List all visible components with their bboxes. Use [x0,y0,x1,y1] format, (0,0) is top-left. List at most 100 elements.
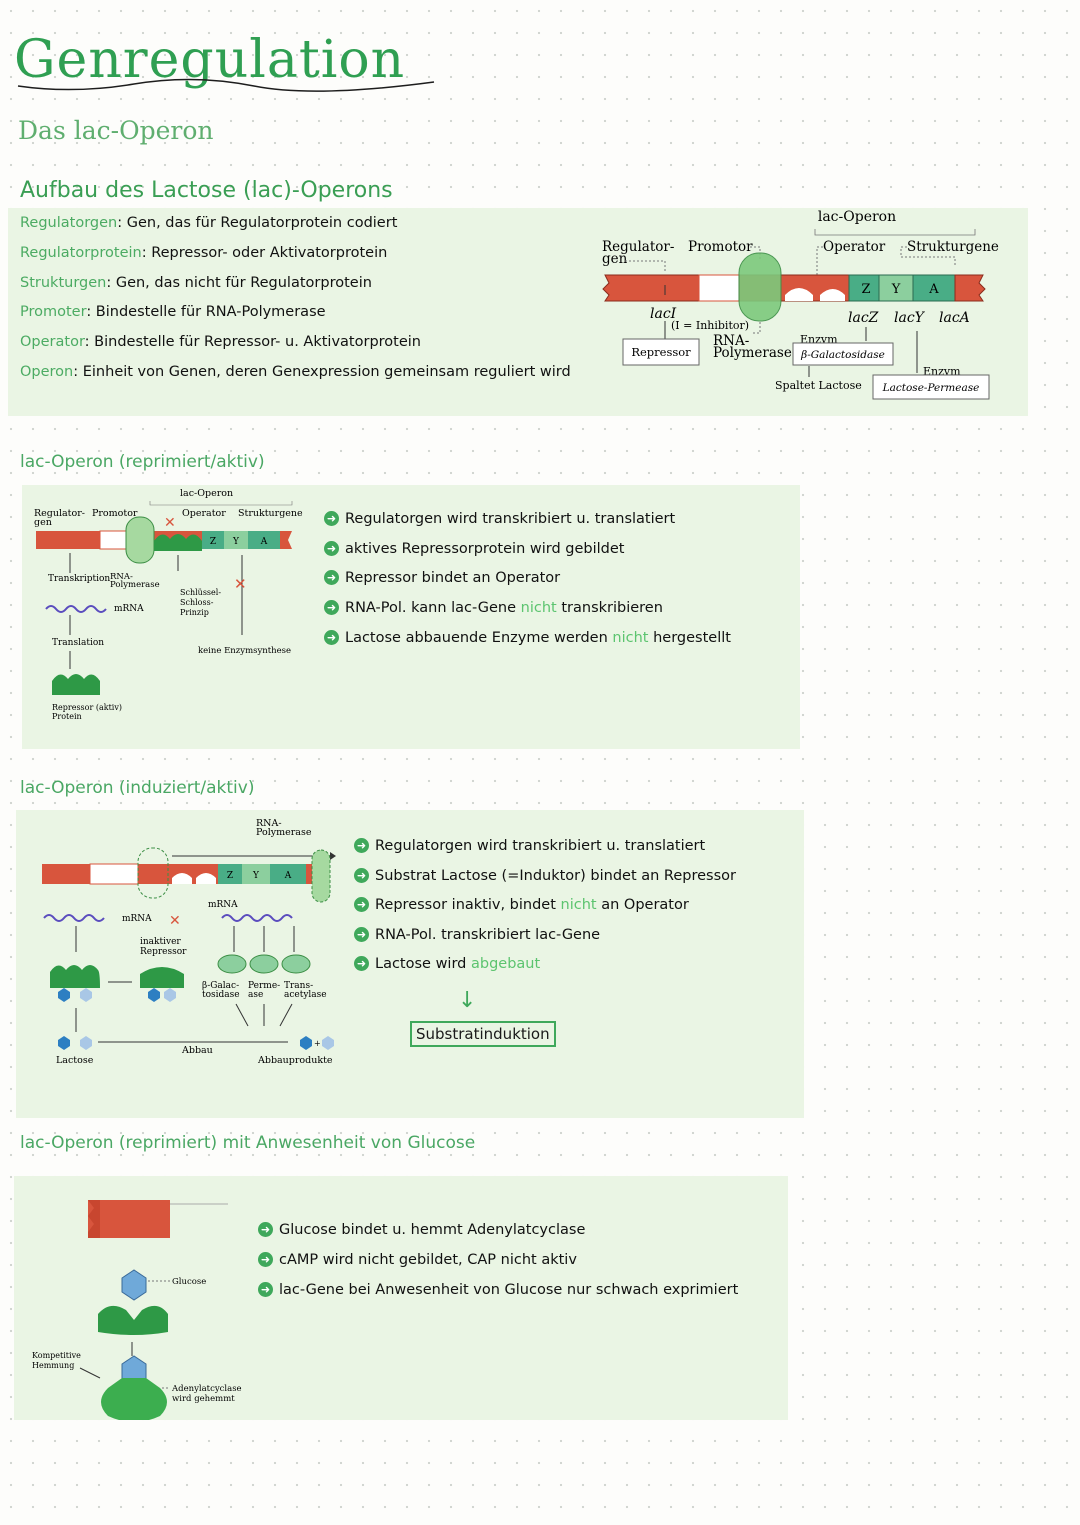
label-abbau: Abbau [181,1045,213,1056]
label-keine-enzymsynthese: keine Enzymsynthese [198,646,291,656]
label-transacetylase-1: Trans- [284,981,313,991]
label-regulator: Regulator- [602,239,674,255]
label-hemmung: Hemmung [32,1361,74,1370]
arrow-icon: ➜ [324,630,339,645]
bullet-reprimiert-4: ➜RNA-Pol. kann lac-Gene nicht transkribi… [324,600,663,616]
gene-a: A [260,537,268,547]
bullet-induziert-3: ➜Repressor inaktiv, bindet nicht an Oper… [354,897,689,913]
definition-promoter: Promoter: Bindestelle für RNA-Polymerase [20,304,326,320]
arrow-icon: ➜ [258,1252,273,1267]
label-permease-1: Perme- [248,981,280,991]
svg-text:+: + [314,1039,321,1048]
label-regulator-gen: gen [34,517,52,528]
label-operator: Operator [182,508,226,519]
bullet-induziert-5: ➜Lactose wird abgebaut [354,956,540,972]
label-rna: RNA- [256,818,282,829]
definitions-box [8,208,1028,416]
label-promotor: Promotor [688,239,753,255]
label-repressor: Repressor [631,345,691,359]
label-translation: Translation [52,638,104,648]
definition-regulatorprotein: Regulatorprotein: Repressor- oder Aktiva… [20,245,388,261]
label-spaltet-lactose: Spaltet Lactose [775,379,862,392]
label-lac-operon: lac-Operon [818,209,896,225]
label-rna: RNA- [713,333,749,349]
label-repressor: Repressor [140,947,187,957]
bullet-induziert-2: ➜Substrat Lactose (=Induktor) bindet an … [354,868,736,884]
label-inhibitor: (I = Inhibitor) [671,319,749,332]
label-galactosidase-2: tosidase [202,990,240,1000]
arrow-icon: ➜ [324,511,339,526]
label-galactosidase-1: β-Galac- [202,981,239,991]
gene-y: Y [232,537,240,547]
label-mrna: mRNA [114,604,144,614]
section-heading-aufbau: Aufbau des Lactose (lac)-Operons [20,178,393,203]
label-polymerase: Polymerase [110,580,160,590]
arrow-icon: ➜ [354,927,369,942]
gene-a: A [928,282,939,297]
glucose-inhibition-diagram: Glucose Kompetitive Hemmung Adenylatcycl… [32,1200,242,1420]
label-wird-gehemmt: wird gehemmt [172,1394,235,1404]
svg-text:✕: ✕ [164,515,176,531]
gene-y: Y [252,871,260,881]
label-mrna-2: mRNA [208,900,238,910]
section-heading-reprimiert: lac-Operon (reprimiert/aktiv) [20,452,265,472]
label-promotor: Promotor [92,508,138,519]
down-arrow-icon: ↓ [458,988,477,1013]
section-heading-induziert: lac-Operon (induziert/aktiv) [20,778,255,798]
subtitle: Das lac-Operon [18,116,214,145]
arrow-icon: ➜ [354,956,369,971]
definition-operon: Operon: Einheit von Genen, deren Genexpr… [20,364,571,380]
svg-text:✕: ✕ [169,913,181,929]
bullet-reprimiert-3: ➜Repressor bindet an Operator [324,570,560,586]
section-heading-glucose: lac-Operon (reprimiert) mit Anwesenheit … [20,1133,476,1153]
induziert-box [16,810,804,1118]
gene-y: Y [891,282,901,297]
label-regulator: Regulator- [34,508,85,519]
bullet-glucose-2: ➜cAMP wird nicht gebildet, CAP nicht akt… [258,1252,577,1268]
label-mrna-1: mRNA [122,914,152,924]
arrow-icon: ➜ [354,868,369,883]
label-polymerase: Polymerase [256,827,312,838]
result-substratinduktion: Substratinduktion [410,1021,556,1047]
label-permease-2: ase [248,990,263,1000]
label-strukturgene: Strukturgene [238,508,303,519]
label-regulator-gen: gen [602,251,628,267]
arrow-icon: ➜ [258,1282,273,1297]
label-laca: lacA [939,310,970,326]
definition-operator: Operator: Bindestelle für Repressor- u. … [20,334,421,350]
bullet-reprimiert-2: ➜aktives Repressorprotein wird gebildet [324,541,624,557]
arrow-icon: ➜ [324,541,339,556]
arrow-icon: ➜ [324,570,339,585]
label-glucose: Glucose [172,1277,206,1287]
label-adenylatcyclase: Adenylatcyclase [171,1384,242,1394]
arrow-icon: ➜ [258,1222,273,1237]
label-prinzip: Prinzip [180,608,209,617]
label-laci: lacI [650,306,677,322]
label-transacetylase-2: acetylase [284,990,327,1000]
label-abbauprodukte: Abbauprodukte [257,1055,333,1066]
label-permease: Lactose-Permease [882,382,980,394]
title-underline [17,78,435,92]
label-strukturgene: Strukturgene [907,239,999,255]
gene-z: Z [861,282,870,297]
label-rna: RNA- [110,572,133,582]
lac-operon-structure-diagram: lac-Operon Regulator- gen Promotor Opera… [602,209,999,400]
gene-z: Z [210,537,216,547]
gene-z: Z [227,871,233,881]
svg-text:✕: ✕ [234,575,247,593]
lac-operon-repressed-diagram: lac-Operon Regulator- gen Promotor Opera… [34,488,303,721]
bullet-reprimiert-1: ➜Regulatorgen wird transkribiert u. tran… [324,511,675,527]
label-polymerase: Polymerase [713,345,792,361]
arrow-icon: ➜ [324,600,339,615]
bullet-reprimiert-5: ➜Lactose abbauende Enzyme werden nicht h… [324,630,731,646]
label-protein: Protein [52,712,82,721]
label-schloss: Schloss- [180,598,214,607]
label-lacy: lacY [894,310,926,326]
bullet-induziert-4: ➜RNA-Pol. transkribiert lac-Gene [354,927,600,943]
label-transkription: Transkription [48,574,110,584]
bullet-induziert-1: ➜Regulatorgen wird transkribiert u. tran… [354,838,705,854]
definition-regulatorgen: Regulatorgen: Gen, das für Regulatorprot… [20,215,398,231]
label-operator: Operator [823,239,886,255]
label-inaktiver: inaktiver [140,937,181,947]
bullet-glucose-3: ➜lac-Gene bei Anwesenheit von Glucose nu… [258,1282,738,1298]
